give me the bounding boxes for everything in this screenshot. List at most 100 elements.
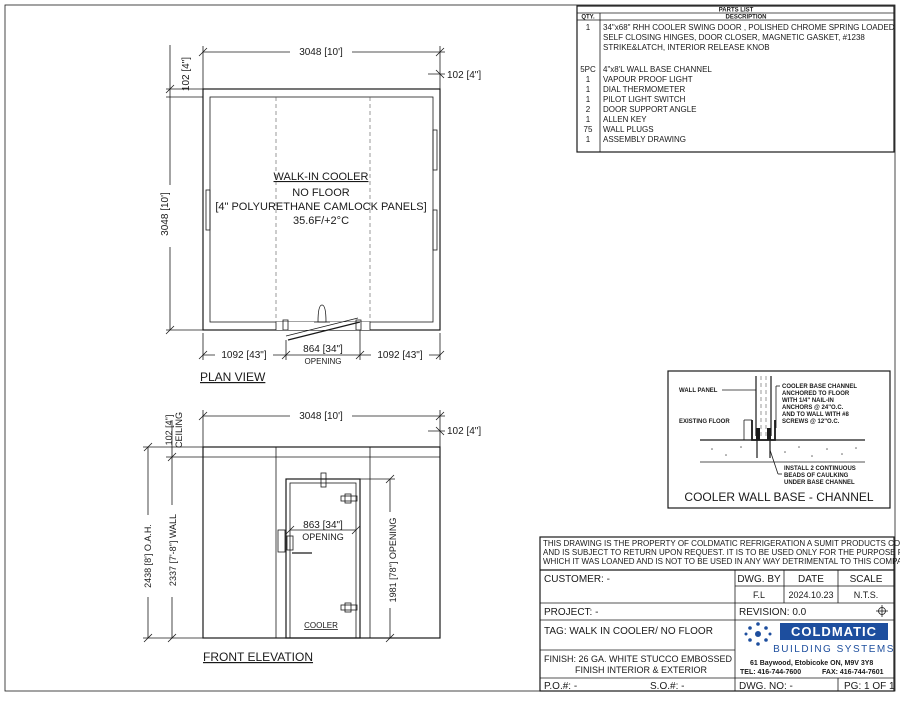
- part-desc: WALL PLUGS: [603, 125, 654, 134]
- wall-base-detail: WALL PANEL EXISTING FLOOR COOLER BASE CH…: [667, 370, 891, 509]
- part-desc: ALLEN KEY: [603, 115, 647, 124]
- part-desc: SELF CLOSING HINGES, DOOR CLOSER, MAGNET…: [603, 33, 865, 42]
- dim-door-width-sub: OPENING: [302, 532, 344, 542]
- finish-field: FINISH: 26 GA. WHITE STUCCO EMBOSSED: [544, 654, 733, 664]
- room-temperature: 35.6F/+2°C: [293, 215, 349, 227]
- description-header: DESCRIPTION: [725, 15, 766, 21]
- po-field: P.O.#: -: [544, 681, 577, 692]
- detail-title: COOLER WALL BASE - CHANNEL: [684, 490, 873, 504]
- detail-note: WITH 1/4" NAIL-IN: [782, 398, 834, 404]
- tag-field: TAG: WALK IN COOLER/ NO FLOOR: [544, 626, 713, 637]
- dwg-by-value: F.L: [753, 590, 765, 600]
- door-closer-icon: [320, 472, 327, 488]
- part-qty: 75: [584, 125, 593, 134]
- detail-note: INSTALL 2 CONTINUOUS: [784, 466, 856, 472]
- detail-note: UNDER BASE CHANNEL: [784, 480, 855, 486]
- part-desc: 34"x68" RHH COOLER SWING DOOR , POLISHED…: [603, 23, 895, 32]
- finish-field-line2: FINISH INTERIOR & EXTERIOR: [575, 665, 708, 675]
- part-qty: 1: [586, 135, 591, 144]
- dim-door-width: 863 [34"]: [303, 520, 343, 531]
- so-field: S.O.#: -: [650, 681, 684, 692]
- latch-icon: [277, 529, 286, 553]
- part-desc: ASSEMBLY DRAWING: [603, 135, 686, 144]
- dim-plan-right: 1092 [43"]: [377, 350, 422, 361]
- dim-wall-height: 2337 [7'-8"] WALL: [168, 514, 178, 586]
- door-swing-line: [287, 321, 361, 341]
- dim-plan-width: 3048 [10']: [299, 47, 343, 58]
- detail-note: BEADS OF CAULKING: [784, 473, 849, 479]
- dim-door-opening-sub: OPENING: [305, 357, 342, 366]
- dwg-no-field: DWG. NO: -: [739, 681, 793, 692]
- part-qty: 1: [586, 95, 591, 104]
- detail-note: ANCHORS @ 24"O.C.: [782, 405, 844, 411]
- company-fax: FAX: 416-744-7601: [822, 669, 884, 676]
- dim-oah: 2438 [8'] O.A.H.: [143, 524, 153, 588]
- dim-plan-height: 3048 [10']: [160, 192, 171, 236]
- elevation-view-label: FRONT ELEVATION: [203, 650, 313, 664]
- property-notice: WHICH IT WAS LOANED AND IS NOT TO BE USE…: [543, 557, 900, 566]
- room-panel-note: [4" POLYURETHANE CAMLOCK PANELS]: [215, 201, 426, 213]
- property-notice: THIS DRAWING IS THE PROPERTY OF COLDMATI…: [543, 539, 900, 548]
- coldmatic-logo: COLDMATIC BUILDING SYSTEMS: [744, 622, 895, 655]
- parts-list-table: PARTS LIST QTY. DESCRIPTION 1 34"x68" RH…: [576, 5, 895, 153]
- dwg-by-label: DWG. BY: [737, 574, 781, 585]
- detail-note: SCREWS @ 12"O.C.: [782, 419, 840, 425]
- parts-list-title: PARTS LIST: [719, 8, 754, 14]
- part-desc: VAPOUR PROOF LIGHT: [603, 75, 693, 84]
- part-desc: DIAL THERMOMETER: [603, 85, 685, 94]
- hinge-icon: [340, 604, 358, 611]
- detail-wall-panel-label: WALL PANEL: [679, 388, 718, 394]
- dim-ceiling-sub: CEILING: [174, 412, 184, 448]
- handle-icon: [286, 535, 294, 551]
- hinge-icon: [340, 495, 358, 502]
- plan-view: 3048 [10'] 102 [4"] 102 [4"] 3048 [10']: [158, 45, 481, 384]
- project-field: PROJECT: -: [544, 607, 598, 618]
- detail-note: ANCHORED TO FLOOR: [782, 391, 850, 397]
- qty-header: QTY.: [581, 15, 595, 21]
- sheet-border: [4, 4, 896, 692]
- part-desc: PILOT LIGHT SWITCH: [603, 95, 686, 104]
- detail-note: AND TO WALL WITH #8: [782, 412, 849, 418]
- front-elevation: 3048 [10'] 102 [4"] 102 [4"] CEILING 243…: [140, 409, 481, 664]
- logo-subtitle: BUILDING SYSTEMS: [773, 644, 895, 655]
- dim-door-height: 1981 [78"] OPENING: [388, 518, 398, 603]
- detail-existing-floor-label: EXISTING FLOOR: [679, 419, 730, 425]
- detail-note: COOLER BASE CHANNEL: [782, 384, 857, 390]
- room-title: WALK-IN COOLER: [274, 171, 369, 183]
- elevation-outline: [202, 446, 441, 639]
- dim-ceiling: 102 [4"]: [164, 415, 174, 446]
- part-qty: 1: [586, 115, 591, 124]
- part-desc: STRIKE&LATCH, INTERIOR RELEASE KNOB: [603, 43, 770, 52]
- part-desc: DOOR SUPPORT ANGLE: [603, 105, 697, 114]
- part-qty: 1: [586, 85, 591, 94]
- dim-plan-top-left: 102 [4"]: [181, 57, 192, 91]
- dim-plan-top-right: 102 [4"]: [447, 70, 481, 81]
- dim-elev-right: 102 [4"]: [447, 426, 481, 437]
- scale-label: SCALE: [850, 574, 883, 585]
- light-icon: [317, 304, 327, 323]
- third-angle-projection-icon: [876, 605, 888, 617]
- part-qty: 1: [586, 23, 591, 32]
- room-floor-note: NO FLOOR: [292, 187, 350, 199]
- company-tel: TEL: 416-744-7600: [740, 669, 801, 676]
- date-value: 2024.10.23: [788, 590, 833, 600]
- dim-plan-left: 1092 [43"]: [221, 350, 266, 361]
- part-qty: 2: [586, 105, 591, 114]
- dim-door-opening: 864 [34"]: [303, 344, 343, 355]
- title-block: THIS DRAWING IS THE PROPERTY OF COLDMATI…: [539, 536, 900, 692]
- door-label: COOLER: [304, 621, 338, 630]
- revision-field: REVISION: 0.0: [739, 607, 807, 618]
- company-address: 61 Baywood, Etobicoke ON, M9V 3Y8: [750, 660, 873, 667]
- scale-value: N.T.S.: [854, 590, 879, 600]
- date-label: DATE: [798, 574, 824, 585]
- customer-field: CUSTOMER: -: [544, 574, 610, 585]
- logo-wordmark: COLDMATIC: [791, 624, 877, 639]
- dim-elev-width: 3048 [10']: [299, 411, 343, 422]
- part-qty: 5PC: [580, 65, 596, 74]
- part-qty: 1: [586, 75, 591, 84]
- property-notice: AND IS SUBJECT TO RETURN UPON REQUEST. I…: [543, 548, 900, 557]
- plan-view-label: PLAN VIEW: [200, 370, 266, 384]
- part-desc: 4"x8'L WALL BASE CHANNEL: [603, 65, 712, 74]
